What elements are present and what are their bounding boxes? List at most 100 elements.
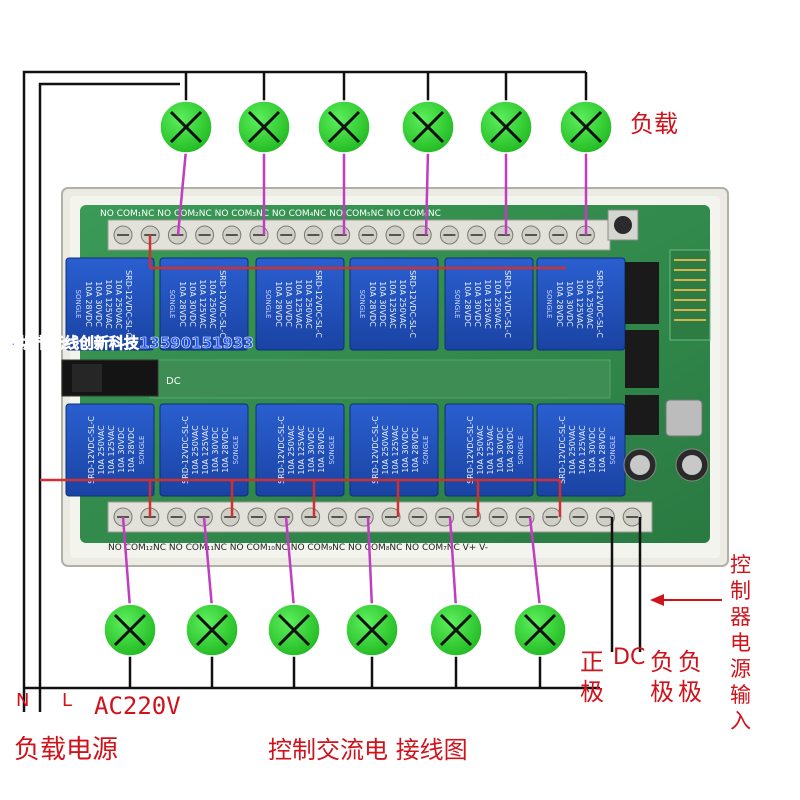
- n-label: N: [16, 690, 29, 711]
- lamp-icon: [103, 603, 157, 657]
- rf-antenna-coil: [674, 259, 706, 321]
- diagram-caption: 控制交流电 接线图: [268, 736, 468, 764]
- relay-brand: SONGLE: [328, 436, 336, 465]
- l-wire: [38, 82, 180, 712]
- terminal-screw: [381, 507, 401, 527]
- relay: SRD-12VDC-SL-C10A 250VAC10A 125VAC10A 30…: [255, 257, 345, 351]
- ac-voltage-label: AC220V: [94, 692, 181, 720]
- lamp-icon: [159, 100, 213, 154]
- terminal-screw: [276, 225, 296, 245]
- lamp-icon: [429, 603, 483, 657]
- load-wire: [176, 149, 188, 236]
- relay-marking: SRD-12VDC-SL-C10A 250VAC10A 125VAC10A 30…: [371, 416, 420, 484]
- terminal-screw: [494, 225, 514, 245]
- capacitor-1-top: [630, 455, 650, 475]
- relay: SRD-12VDC-SL-C10A 250VAC10A 125VAC10A 30…: [65, 257, 155, 351]
- lamp-icon: [345, 603, 399, 657]
- lamp-icon: [237, 100, 291, 154]
- vertical-label-char: 入: [730, 709, 751, 733]
- terminal-screw: [249, 225, 269, 245]
- terminal-screw: [193, 507, 213, 527]
- lamp-icon: [559, 100, 613, 154]
- relay-body: [255, 403, 345, 497]
- relay-body: [444, 403, 534, 497]
- relay-brand: SONGLE: [422, 436, 430, 465]
- relay-body: [255, 257, 345, 351]
- dc-jack-inner: [72, 364, 102, 392]
- lamp-icon: [401, 100, 455, 154]
- relay-marking: SRD-12VDC-SL-C10A 250VAC10A 125VAC10A 30…: [274, 270, 323, 338]
- relay: SRD-12VDC-SL-C10A 250VAC10A 125VAC10A 30…: [159, 257, 249, 351]
- top-terminal-labels: NO COM₁NC NO COM₂NC NO COM₃NC NO COM₄NC …: [100, 209, 441, 219]
- vertical-label-char: 源: [730, 657, 751, 681]
- vertical-label-char: 控: [730, 553, 751, 577]
- lamp-cross: [113, 613, 147, 647]
- lamp-cross: [195, 613, 229, 647]
- relay-marking: SRD-12VDC-SL-C10A 250VAC10A 125VAC10A 30…: [277, 416, 326, 484]
- n-wire: [22, 70, 586, 712]
- relay-body: [349, 257, 439, 351]
- pcb-center-strip: [149, 359, 611, 399]
- terminal-screw: [408, 507, 428, 527]
- ic-chip-1: [625, 262, 659, 324]
- vertical-label-char: 制: [730, 579, 751, 603]
- lamp-cross: [247, 110, 281, 144]
- relay: SRD-12VDC-SL-C10A 250VAC10A 125VAC10A 30…: [65, 403, 155, 497]
- relay-body: [536, 403, 626, 497]
- terminal-screw: [167, 225, 187, 245]
- load-wire: [121, 516, 132, 609]
- vertical-label-char: 输: [730, 683, 751, 707]
- capacitor-2-top: [682, 455, 702, 475]
- negative-pole-label-2: 极: [678, 678, 702, 706]
- ic-chip-2: [625, 330, 659, 388]
- load-wire: [284, 516, 296, 609]
- relay-body: [65, 403, 155, 497]
- terminal-screw: [412, 225, 432, 245]
- lamp-cross: [169, 110, 203, 144]
- lamp-cross: [355, 613, 389, 647]
- positive-label: 正: [580, 648, 604, 676]
- power-input-arrow: [650, 594, 722, 606]
- relay-body: [349, 403, 439, 497]
- relay-brand: SONGLE: [517, 436, 525, 465]
- lamp-icon: [513, 603, 567, 657]
- load-wire: [528, 516, 542, 609]
- load-wire: [448, 516, 458, 609]
- relay-grid: SRD-12VDC-SL-C10A 250VAC10A 125VAC10A 30…: [65, 257, 626, 497]
- lamp-icon: [185, 603, 239, 657]
- terminal-screw: [331, 225, 351, 245]
- lamp-cross: [439, 613, 473, 647]
- crystal: [665, 399, 703, 437]
- vertical-label-char: 器: [730, 605, 751, 629]
- terminal-screw: [439, 225, 459, 245]
- negative-label-2: 负: [678, 648, 702, 676]
- relay-brand: SONGLE: [545, 290, 553, 319]
- terminal-screw: [327, 507, 347, 527]
- relay: SRD-12VDC-SL-C10A 250VAC10A 125VAC10A 30…: [159, 403, 249, 497]
- relay: SRD-12VDC-SL-C10A 250VAC10A 125VAC10A 30…: [349, 257, 439, 351]
- bottom-terminal-labels: NO COM₁₂NC NO COM₁₁NC NO COM₁₀NC NO COM₉…: [108, 543, 488, 553]
- load-power-label: 负载电源: [14, 735, 118, 765]
- relay-brand: SONGLE: [609, 436, 617, 465]
- negative-pole-label-1: 极: [650, 678, 674, 706]
- l-label: L: [62, 690, 72, 711]
- lamp-cross: [523, 613, 557, 647]
- terminal-screw: [301, 507, 321, 527]
- rf-module: [669, 249, 711, 341]
- lamp-cross: [489, 110, 523, 144]
- ic-chip-3: [625, 395, 659, 435]
- lamps: [103, 100, 613, 657]
- negative-label-1: 负: [650, 648, 674, 676]
- relay-marking: SRD-12VDC-SL-C10A 250VAC10A 125VAC10A 30…: [84, 270, 133, 338]
- relay: SRD-12VDC-SL-C10A 250VAC10A 125VAC10A 30…: [536, 257, 626, 351]
- wires: [22, 70, 642, 712]
- terminal-screw: [569, 507, 589, 527]
- relay-body: [159, 403, 249, 497]
- relay-marking: SRD-12VDC-SL-C10A 250VAC10A 125VAC10A 30…: [368, 270, 417, 338]
- lamp-icon: [317, 100, 371, 154]
- terminal-screw: [467, 225, 487, 245]
- terminal-screw: [220, 507, 240, 527]
- terminal-screw: [113, 225, 133, 245]
